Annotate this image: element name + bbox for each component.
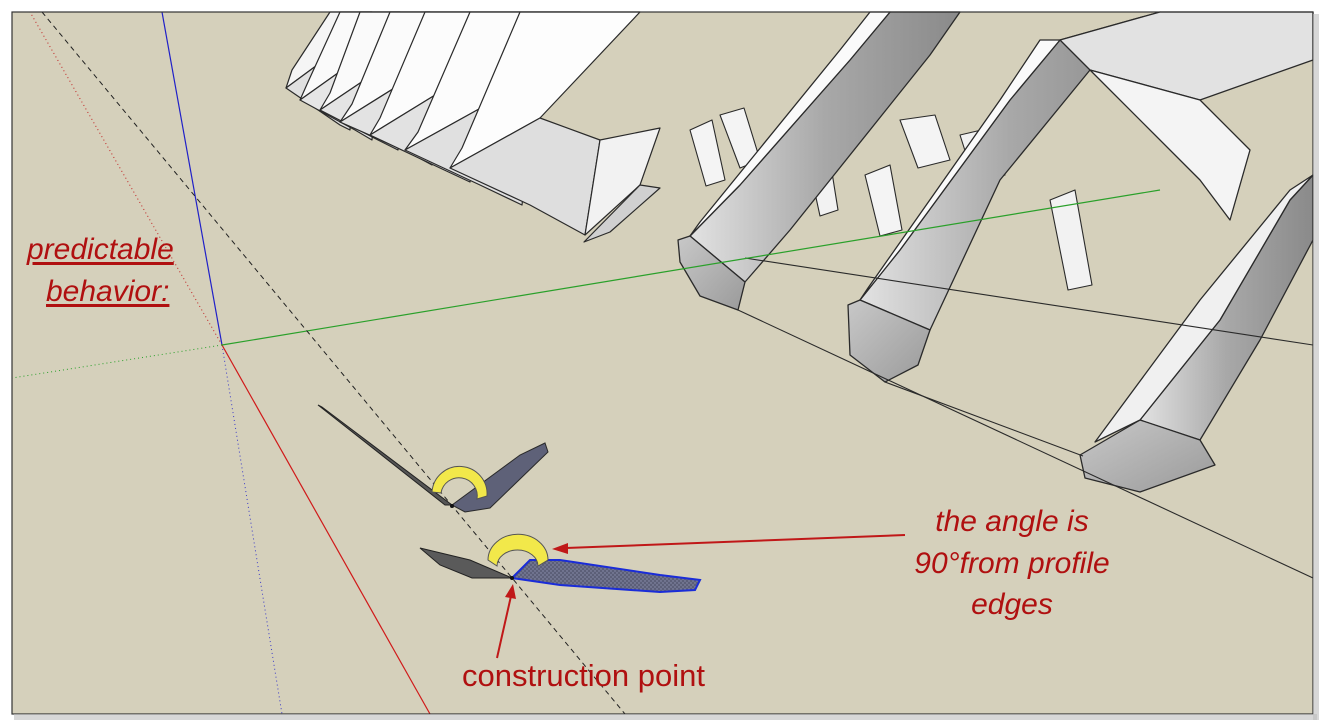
annotation-arrows [496, 534, 906, 659]
model-arches [677, 11, 1314, 493]
annotation-predictable: predictable [27, 233, 174, 266]
model-fins-left [285, 11, 661, 243]
protractor-example-lower[interactable] [419, 533, 702, 594]
annotation-behavior: behavior: [46, 275, 170, 308]
annotation-angle-line3: edges [971, 588, 1053, 621]
protractor-example-upper[interactable] [317, 404, 549, 513]
construction-guide [41, 11, 626, 715]
annotation-construction-point: construction point [462, 658, 705, 693]
axes [11, 11, 1161, 715]
ground-plane [12, 12, 1313, 714]
axis-blue [161, 11, 223, 346]
axis-red-dotted [29, 11, 223, 346]
model-edges [737, 257, 1314, 579]
axis-green [221, 189, 1161, 346]
protractor-icon [431, 466, 488, 500]
annotation-angle-line1: the angle is [935, 505, 1089, 538]
annotation-angle-line2: 90°from profile [914, 547, 1110, 580]
protractor-icon [487, 533, 549, 567]
axis-red [221, 344, 431, 715]
